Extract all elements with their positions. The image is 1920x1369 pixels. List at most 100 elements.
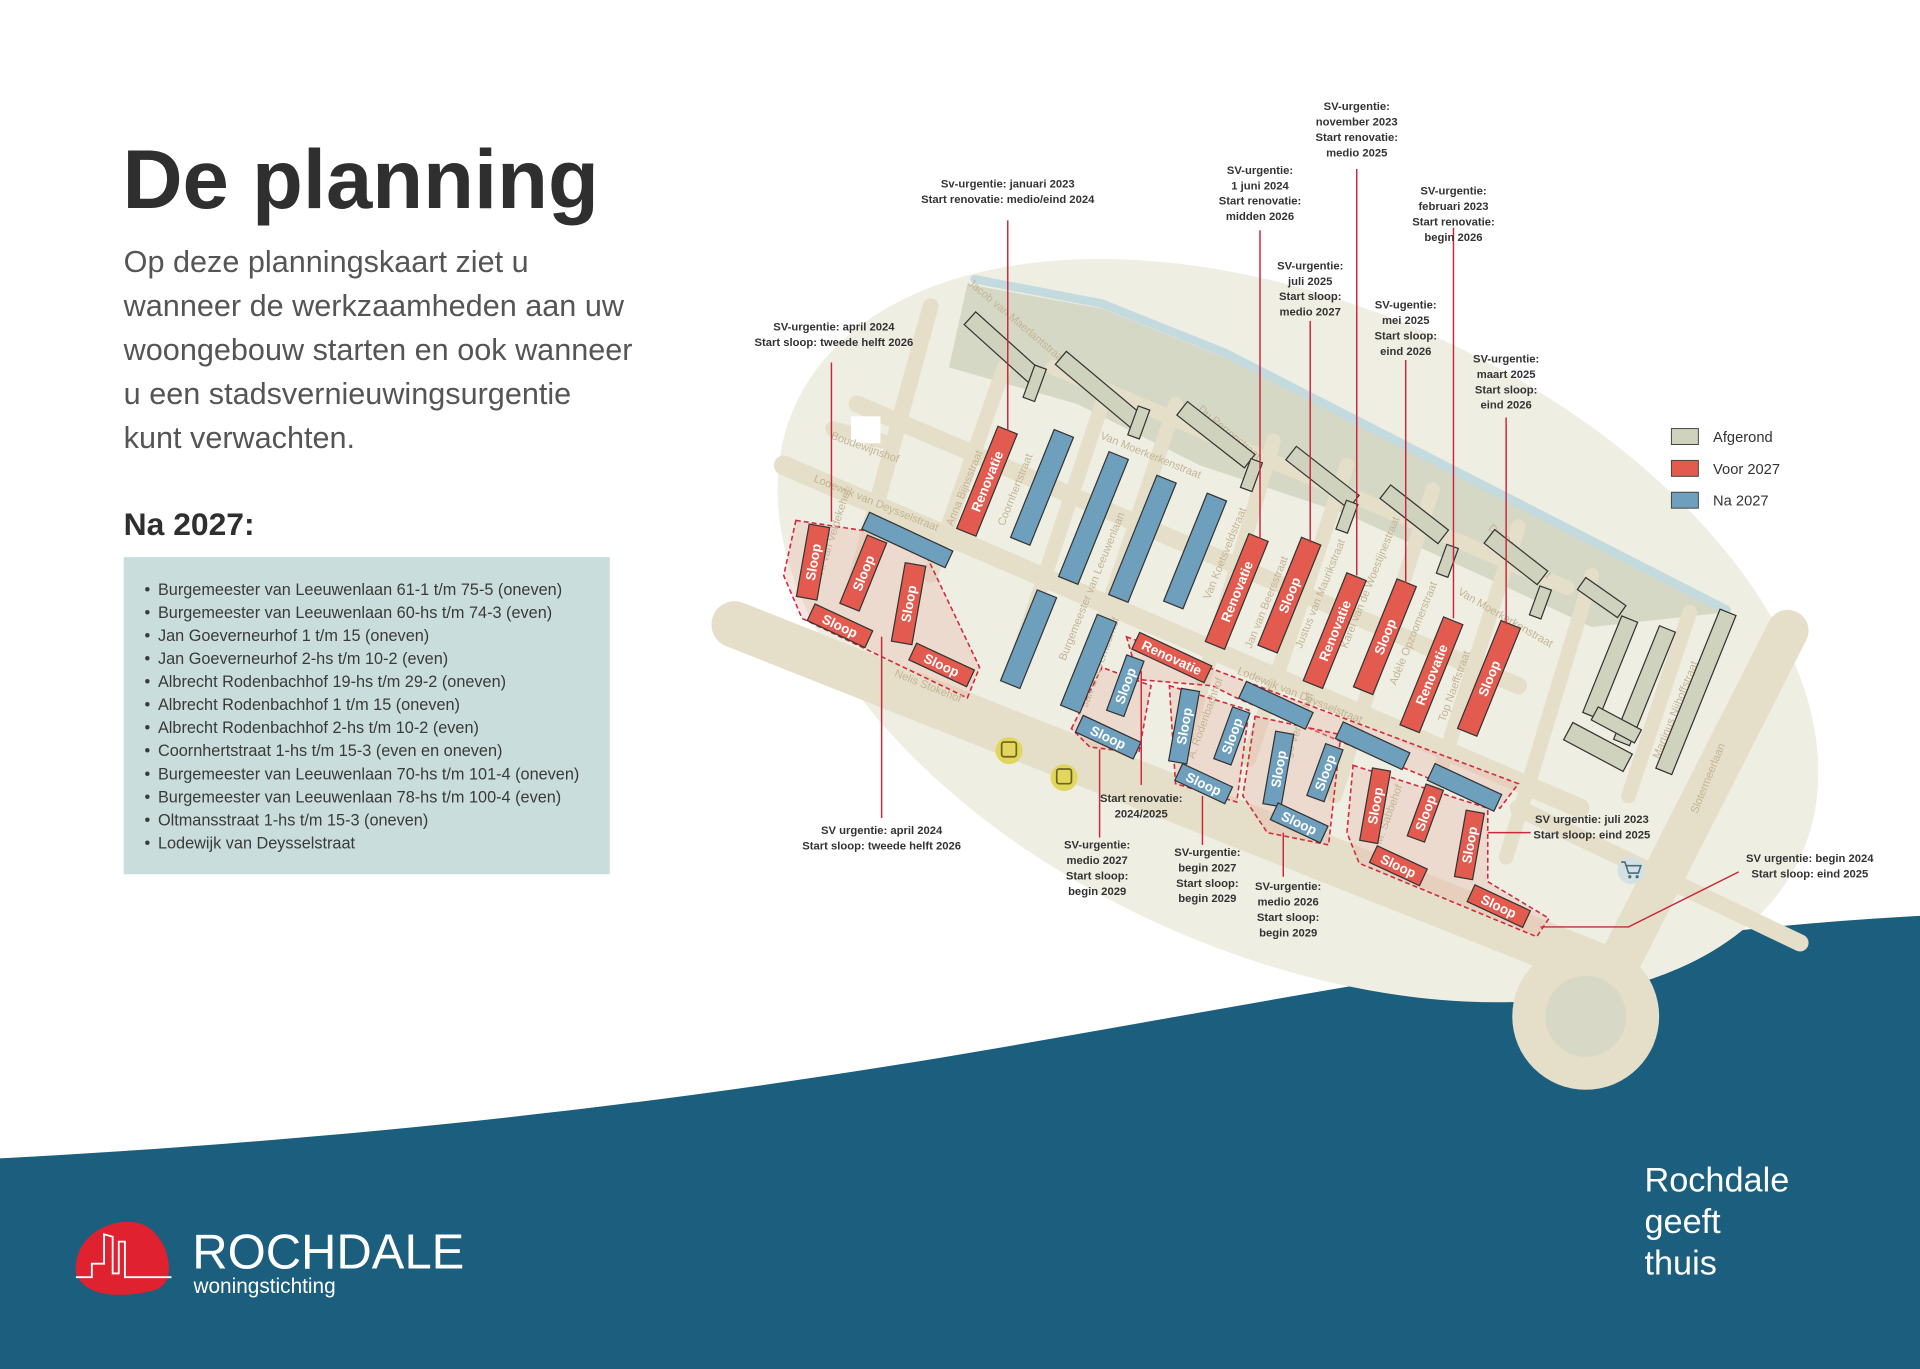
building-shape [1284,445,1360,510]
building-label-sloop: Sloop [1174,706,1195,745]
shopping-cart-icon-glyph [1621,861,1642,874]
building-shape [1399,616,1464,734]
annotation-text: medio 2027 [1280,307,1341,319]
building-shape [1655,608,1737,776]
building-shape [1204,532,1269,651]
building-shape [839,534,888,612]
annotation-text: Start sloop: [1374,330,1437,342]
building-shape [999,589,1058,690]
list-bullet: • [144,834,150,852]
list-item: Albrecht Rodenbachhof 19-hs t/m 29-2 (on… [158,673,506,691]
building-shape [1456,619,1522,738]
road [923,360,1012,583]
annotation-text: eind 2026 [1480,400,1531,412]
building-shape [1576,576,1627,619]
annotation-text: SV-urgentie: [1064,840,1130,852]
building-shape [1453,809,1485,881]
building-shape [1239,457,1264,493]
building-shape [908,642,976,688]
logo-city-lines [75,1233,172,1279]
list-bullet: • [144,696,150,714]
building-shape [1212,706,1251,766]
shopping-cart-icon [1617,857,1645,885]
slogan-line: Rochdale [1644,1161,1789,1199]
renovation-before-2027: Sloop [795,523,831,601]
annotation-text: SV-urgentie: [1255,881,1321,893]
completed-building [1590,706,1643,744]
annotation-text: SV-urgentie: [1324,101,1390,113]
list-item: Coornhertstraat 1-hs t/m 15-3 (even en o… [158,742,502,760]
building-shape [1127,405,1151,440]
building-label-sloop: Sloop [803,542,824,581]
annotation-text: Start renovatie: [1315,132,1398,144]
building-shape [1107,474,1177,604]
annotation-text: juli 2025 [1287,276,1332,288]
annotation-text: SV-urgentie: [1420,186,1486,198]
building-shape [1262,730,1295,808]
building-after-2027 [861,511,954,569]
courtyard [851,416,881,444]
building-shape [1074,714,1142,760]
annotation-text: 2024/2025 [1115,808,1168,820]
list-bullet: • [144,765,150,783]
completed-building [1127,405,1151,440]
building-shape [1269,802,1329,844]
tram-stop-icon-glyph [1055,768,1073,785]
building-shape [861,511,954,569]
list-bullet: • [144,604,150,622]
building-shape [1162,492,1228,610]
cart-wheel [1628,875,1632,879]
annotation-text: Start renovatie: [1219,196,1302,208]
road [1571,609,1809,1038]
list-item: Albrecht Rodenbachhof 2-hs t/m 10-2 (eve… [158,719,479,737]
list-bullet: • [144,581,150,599]
renovation-before-2027: Sloop [1456,619,1522,738]
annotation-text: SV-urgentie: [1227,165,1293,177]
annotation-text: Start sloop: eind 2025 [1533,829,1650,841]
completed-building [1239,457,1264,493]
legend-swatch [1670,428,1699,445]
annotation-text: SV-ugentie: [1375,300,1437,312]
annotation-text: SV urgentie: begin 2024 [1746,853,1874,865]
list-item: Burgemeester van Leeuwenlaan 70-hs t/m 1… [158,765,579,783]
list-item: Lodewijk van Deysselstraat [158,834,356,852]
building-shape [1306,742,1344,803]
renovation-before-2027: Sloop [890,561,927,646]
slogan-line: geeft [1644,1203,1721,1241]
building-after-2027 [1426,762,1503,813]
annotation-text: SV urgentie: juli 2023 [1535,814,1649,826]
list-bullet: • [144,811,150,829]
completed-building [1335,499,1359,535]
annotation-text: Start sloop: tweede helft 2026 [802,840,961,852]
building-shape [1590,706,1643,744]
building-shape [1022,364,1048,403]
roundabout-center [1545,975,1627,1057]
annotation-text: Start renovatie: [1412,217,1495,229]
building-shape [1368,844,1429,887]
completed-building [1576,576,1627,619]
annotation-text: SV-urgentie: [1277,260,1343,272]
after-2027-box [123,557,610,875]
annotation-text: SV-urgentie: april 2024 [773,322,895,334]
renovation-before-2027: Sloop [1453,809,1485,881]
building-shape [1302,571,1367,690]
building-after-2027 [999,589,1058,690]
brand-subtitle: woningstichting [192,1275,335,1298]
tram-stop-icon-glyph [1000,741,1018,758]
list-bullet: • [144,650,150,668]
building-shape [1406,783,1445,843]
building-shape [1562,721,1634,773]
annotation-text: Start sloop: [1066,870,1129,882]
list-bullet: • [144,627,150,645]
completed-building [1562,721,1634,773]
completed-building [1655,608,1737,776]
legend-swatch [1670,459,1699,477]
building-shape [1528,585,1553,620]
building-shape [1466,884,1532,929]
intro-line: u een stadsvernieuwingsurgentie [124,377,572,411]
